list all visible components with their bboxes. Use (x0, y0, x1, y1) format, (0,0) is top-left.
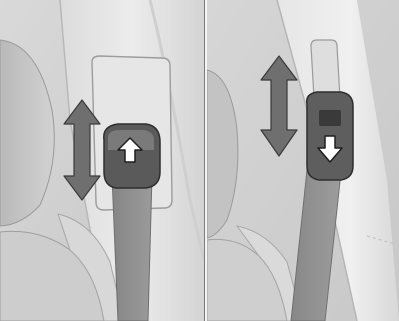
anchor-window (319, 110, 341, 126)
left-panel (0, 0, 204, 321)
left-illustration (0, 0, 204, 321)
right-illustration (207, 0, 399, 321)
right-panel (207, 0, 399, 321)
belt-webbing (112, 176, 152, 321)
